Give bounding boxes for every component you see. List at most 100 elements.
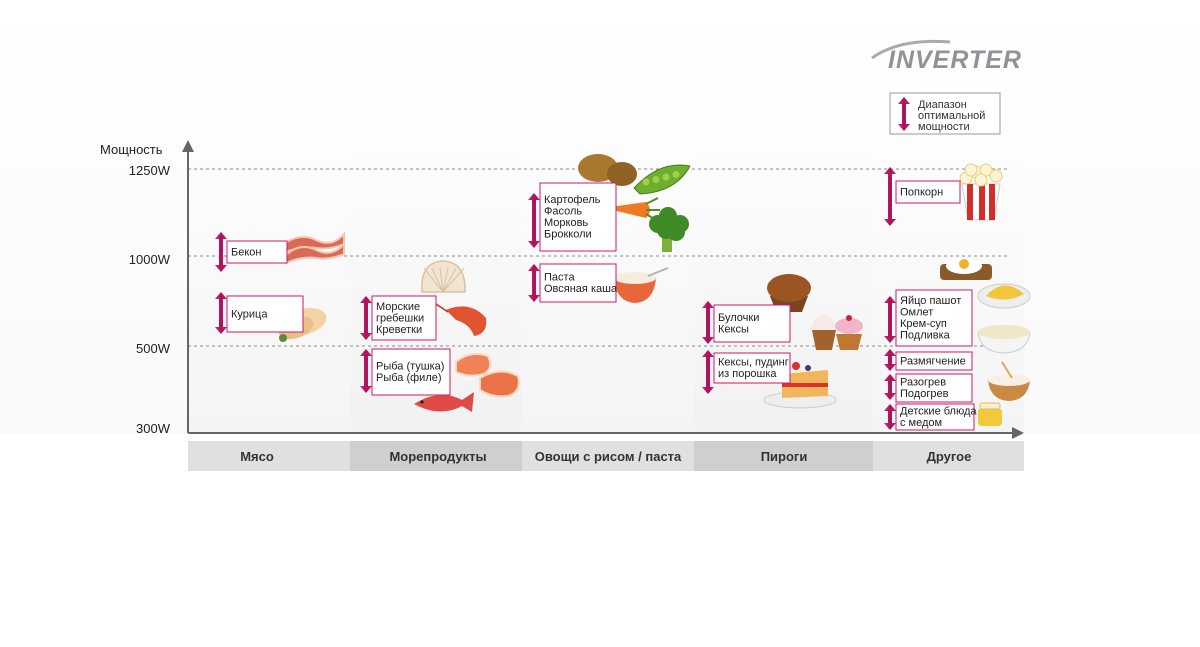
- y-tick-300: 300W: [136, 421, 171, 436]
- item-label-line: гребешки: [376, 312, 424, 324]
- legend-range-arrow-icon: [898, 97, 910, 131]
- popcorn-icon: [959, 163, 1003, 221]
- logo-swoosh-icon: [871, 39, 951, 60]
- item-label-line: Кексы, пудинг: [718, 357, 789, 369]
- power-range-item: Рыба (тушка)Рыба (филе): [360, 348, 520, 412]
- cake-slice-icon: [763, 362, 837, 409]
- y-axis-arrow-icon: [182, 140, 194, 152]
- x-axis-arrow-icon: [1012, 427, 1024, 439]
- item-label-box: [895, 289, 973, 347]
- category-label-meat: Мясо: [240, 449, 274, 464]
- item-label-line: Морские: [376, 301, 420, 313]
- item-label-line: Омлет: [900, 307, 933, 319]
- item-label-box: [226, 295, 304, 333]
- shrimp-icon: [435, 303, 487, 336]
- legend-line-2: оптимальной: [918, 110, 985, 122]
- power-range-item: Размягчение: [884, 349, 973, 371]
- item-label-line: с медом: [900, 417, 942, 429]
- power-range-arrow: [360, 349, 372, 393]
- item-label-line: Морковь: [544, 217, 588, 229]
- pea-pod-icon: [633, 164, 691, 195]
- item-label-line: Паста: [544, 272, 575, 284]
- legend-line-3: мощности: [918, 121, 970, 133]
- inverter-logo: INVERTER: [871, 39, 1022, 74]
- category-bar: [188, 441, 1024, 471]
- power-range-item: Попкорн: [884, 163, 1003, 226]
- item-label-line: Курица: [231, 308, 268, 320]
- item-label-line: Попкорн: [900, 186, 943, 198]
- item-label-line: Картофель: [544, 194, 601, 206]
- item-label-box: [895, 351, 973, 371]
- legend-line-1: Диапазон: [918, 99, 967, 111]
- power-range-item: Бекон: [215, 231, 345, 272]
- category-bar-highlight: [350, 441, 522, 471]
- item-label-line: Булочки: [718, 312, 759, 324]
- power-range-arrow: [528, 264, 540, 302]
- fish-icon: [414, 392, 474, 412]
- power-range-arrow: [528, 193, 540, 248]
- item-label-line: Крем-суп: [900, 318, 947, 330]
- y-tick-1000: 1000W: [129, 252, 171, 267]
- category-label-pies: Пироги: [761, 449, 808, 464]
- power-range-arrow: [884, 404, 896, 430]
- item-label-line: Разогрев: [900, 377, 946, 389]
- power-range-arrow: [884, 374, 896, 400]
- shell-icon: [421, 260, 466, 293]
- item-label-line: Рыба (филе): [376, 372, 442, 384]
- item-label-line: Кексы: [718, 324, 749, 336]
- item-label-line: Брокколи: [544, 229, 592, 241]
- power-range-arrow: [702, 301, 714, 344]
- item-label-box: [713, 304, 791, 343]
- soup-bowl-icon: [977, 325, 1031, 354]
- honey-jar-icon: [978, 402, 1002, 426]
- bacon-icon: [281, 231, 345, 265]
- cupcake-icon: [810, 314, 863, 350]
- category-label-vegetables: Овощи с рисом / паста: [535, 449, 682, 464]
- item-label-line: Подогрев: [900, 388, 949, 400]
- category-label-other: Другое: [927, 449, 972, 464]
- item-label-line: Креветки: [376, 324, 422, 336]
- power-range-arrow: [884, 296, 896, 343]
- item-label-line: Фасоль: [544, 206, 582, 218]
- item-label-line: из порошка: [718, 368, 777, 380]
- item-label-box: [226, 240, 288, 264]
- potato-icon: [578, 154, 637, 186]
- poached-egg-icon: [940, 258, 992, 280]
- item-label-line: Бекон: [231, 246, 261, 258]
- item-label-line: Яйцо пашот: [900, 295, 961, 307]
- item-label-box: [895, 180, 961, 204]
- power-range-arrow: [360, 296, 372, 340]
- power-range-item: Курица: [215, 292, 327, 342]
- item-label-line: Овсяная каша: [544, 283, 618, 295]
- item-label-box: [539, 263, 617, 303]
- legend: Диапазон оптимальной мощности: [889, 92, 1001, 135]
- power-range-arrow: [884, 167, 896, 226]
- logo-text: INVERTER: [888, 46, 1022, 74]
- warm-bowl-icon: [988, 361, 1030, 401]
- item-label-box: [713, 352, 791, 384]
- y-tick-1250: 1250W: [129, 163, 171, 178]
- legend-range-arrow-icon: [898, 97, 910, 131]
- item-label-line: Рыба (тушка): [376, 361, 444, 373]
- power-range-arrow: [702, 350, 714, 394]
- omelette-icon: [977, 283, 1031, 309]
- category-bar-highlight: [694, 441, 873, 471]
- item-label-line: Подливка: [900, 330, 951, 342]
- item-label-box: [895, 403, 975, 431]
- item-label-box: [371, 295, 437, 341]
- power-range-arrow: [884, 349, 896, 371]
- item-label-line: Детские блюда: [900, 406, 977, 418]
- power-range-arrow: [215, 232, 227, 272]
- salmon-steak-icon: [455, 353, 520, 398]
- item-label-box: [895, 373, 973, 403]
- power-range-arrow: [215, 292, 227, 334]
